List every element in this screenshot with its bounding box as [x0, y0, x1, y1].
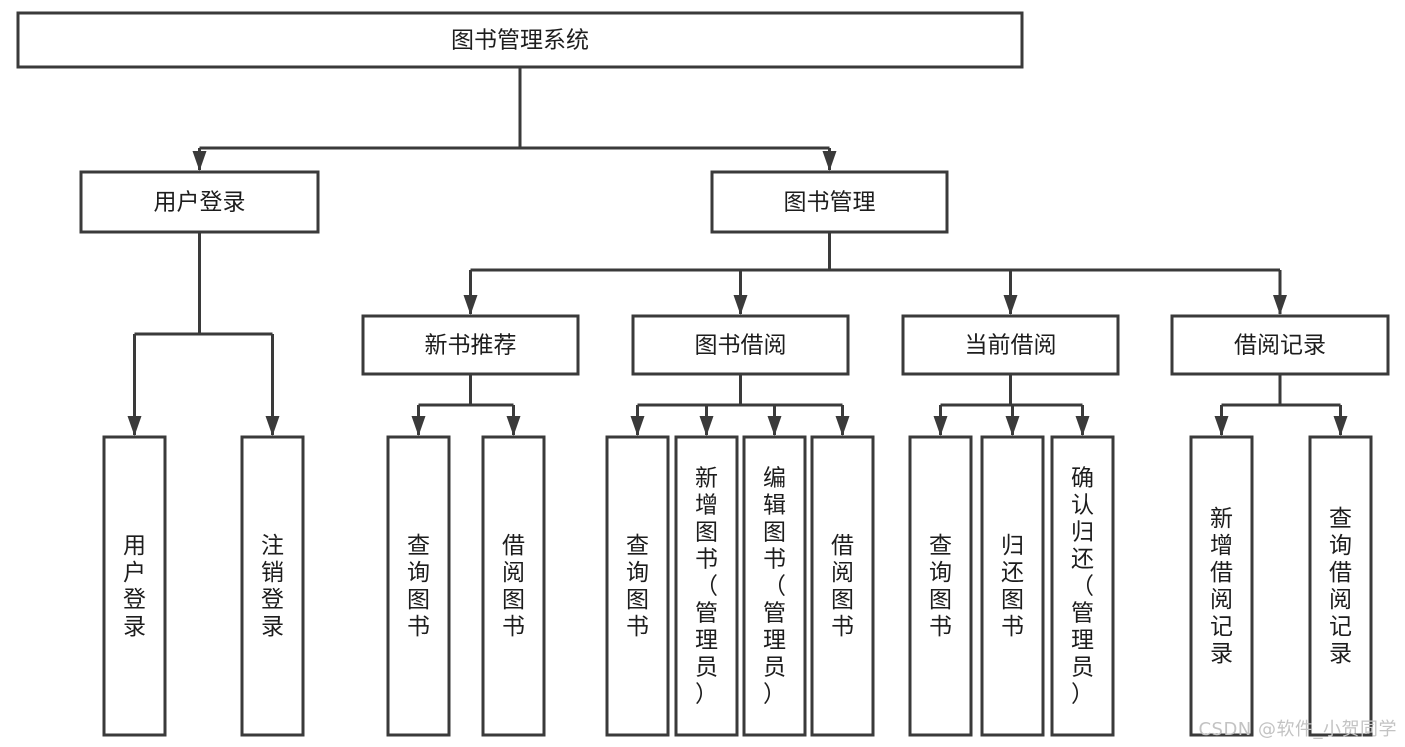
leaf-user-logout-action-label: 注销登录	[261, 533, 284, 640]
leaf-add-borrow-record-box[interactable]	[1189, 435, 1254, 737]
node-book-borrow[interactable]: 图书借阅	[631, 314, 850, 376]
leaf-query-borrow-record[interactable]: 查询借阅记录	[1308, 435, 1373, 737]
node-borrow-record-label: 借阅记录	[1234, 333, 1326, 359]
leaf-user-login-action[interactable]: 用户登录	[102, 435, 167, 737]
node-book-borrow-label: 图书借阅	[695, 333, 787, 359]
leaf-add-book-admin-box[interactable]	[674, 435, 739, 737]
arrow-head-icon	[630, 416, 645, 436]
node-book-borrow-box[interactable]	[631, 314, 850, 376]
arrow-head-icon	[127, 416, 142, 436]
node-current-borrow[interactable]: 当前借阅	[901, 314, 1120, 376]
node-new-book-recommend-label: 新书推荐	[425, 333, 517, 359]
leaf-edit-book-admin[interactable]: 编辑图书（管理员）	[742, 435, 807, 737]
arrow-head-icon	[192, 151, 207, 171]
leaf-add-book-admin-label: 新增图书（管理员）	[695, 466, 718, 708]
node-user-login-label: 用户登录	[154, 190, 246, 216]
node-book-management-box[interactable]	[710, 170, 949, 234]
leaf-query-book-1-label: 查询图书	[407, 533, 430, 640]
leaf-borrow-book-2-box[interactable]	[810, 435, 875, 737]
node-root[interactable]: 图书管理系统	[16, 11, 1024, 69]
arrow-head-icon	[1075, 416, 1090, 436]
node-root-box[interactable]	[16, 11, 1024, 69]
arrow-head-icon	[733, 295, 748, 315]
leaf-return-book-label: 归还图书	[1001, 533, 1024, 640]
node-new-book-recommend-box[interactable]	[361, 314, 580, 376]
leaf-borrow-book-1-label: 借阅图书	[502, 533, 525, 640]
leaf-user-login-action-box[interactable]	[102, 435, 167, 737]
arrow-head-icon	[1003, 295, 1018, 315]
leaf-return-book-box[interactable]	[980, 435, 1045, 737]
leaf-add-borrow-record-label: 新增借阅记录	[1210, 506, 1233, 667]
arrow-head-icon	[265, 416, 280, 436]
leaf-borrow-book-2[interactable]: 借阅图书	[810, 435, 875, 737]
arrow-head-icon	[767, 416, 782, 436]
node-book-management[interactable]: 图书管理	[710, 170, 949, 234]
node-new-book-recommend[interactable]: 新书推荐	[361, 314, 580, 376]
arrow-head-icon	[822, 151, 837, 171]
node-borrow-record-box[interactable]	[1170, 314, 1390, 376]
arrow-head-icon	[1333, 416, 1348, 436]
leaf-query-book-3[interactable]: 查询图书	[908, 435, 973, 737]
node-book-management-label: 图书管理	[784, 190, 876, 216]
arrow-head-icon	[411, 416, 426, 436]
leaf-query-book-1-box[interactable]	[386, 435, 451, 737]
node-user-login[interactable]: 用户登录	[79, 170, 320, 234]
arrow-head-icon	[699, 416, 714, 436]
arrow-head-icon	[506, 416, 521, 436]
leaf-edit-book-admin-label: 编辑图书（管理员）	[763, 466, 786, 708]
leaf-query-book-3-label: 查询图书	[929, 533, 952, 640]
leaf-confirm-return-admin-label: 确认归还（管理员）	[1071, 466, 1094, 708]
leaf-user-logout-action-box[interactable]	[240, 435, 305, 737]
arrow-head-icon	[1273, 295, 1287, 315]
leaf-query-borrow-record-box[interactable]	[1308, 435, 1373, 737]
node-current-borrow-label: 当前借阅	[965, 333, 1057, 359]
leaf-query-book-2-box[interactable]	[605, 435, 670, 737]
leaf-edit-book-admin-box[interactable]	[742, 435, 807, 737]
leaf-query-book-2[interactable]: 查询图书	[605, 435, 670, 737]
leaf-borrow-book-1-box[interactable]	[481, 435, 546, 737]
leaf-return-book[interactable]: 归还图书	[980, 435, 1045, 737]
leaf-confirm-return-admin-box[interactable]	[1050, 435, 1115, 737]
arrow-head-icon	[463, 295, 478, 315]
leaf-query-borrow-record-label: 查询借阅记录	[1329, 506, 1352, 667]
leaf-query-book-1[interactable]: 查询图书	[386, 435, 451, 737]
arrow-head-icon	[933, 416, 948, 436]
leaf-query-book-2-label: 查询图书	[626, 533, 649, 640]
leaf-borrow-book-2-label: 借阅图书	[831, 533, 854, 640]
leaf-query-book-3-box[interactable]	[908, 435, 973, 737]
node-root-label: 图书管理系统	[451, 28, 589, 54]
leaf-borrow-book-1[interactable]: 借阅图书	[481, 435, 546, 737]
leaf-user-login-action-label: 用户登录	[123, 533, 146, 640]
leaf-add-borrow-record[interactable]: 新增借阅记录	[1189, 435, 1254, 737]
leaf-confirm-return-admin[interactable]: 确认归还（管理员）	[1050, 435, 1115, 737]
nodes-layer: 图书管理系统用户登录图书管理用户登录注销登录新书推荐查询图书借阅图书图书借阅查询…	[16, 11, 1390, 737]
leaf-user-logout-action[interactable]: 注销登录	[240, 435, 305, 737]
arrow-head-icon	[1214, 416, 1229, 436]
node-borrow-record[interactable]: 借阅记录	[1170, 314, 1390, 376]
leaf-add-book-admin[interactable]: 新增图书（管理员）	[674, 435, 739, 737]
arrow-head-icon	[835, 416, 850, 436]
node-current-borrow-box[interactable]	[901, 314, 1120, 376]
arrow-head-icon	[1005, 416, 1020, 436]
connector-lines-layer	[127, 67, 1348, 436]
node-user-login-box[interactable]	[79, 170, 320, 234]
